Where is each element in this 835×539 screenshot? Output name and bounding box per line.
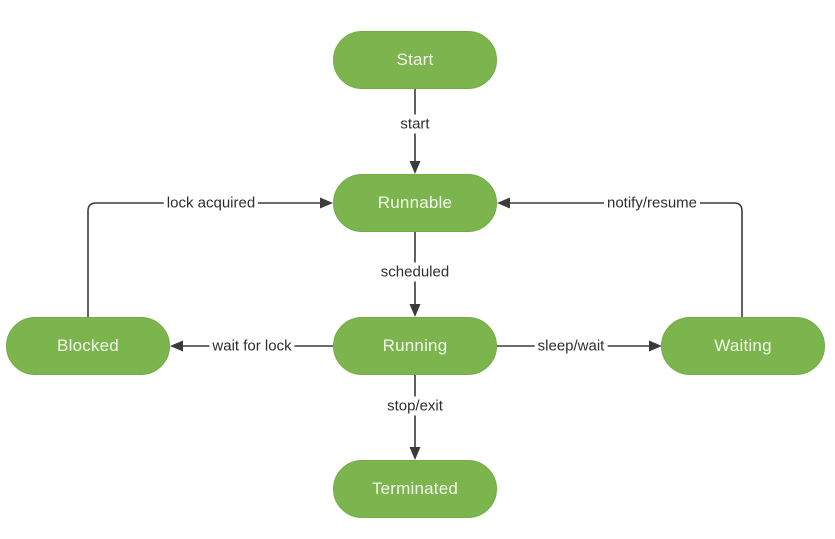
edge-label-wait-for-lock: wait for lock <box>209 336 295 356</box>
edge-running-terminated-arrowhead <box>409 447 421 460</box>
edge-running-blocked-arrowhead <box>170 340 183 352</box>
edge-runnable-running-arrowhead <box>409 304 421 317</box>
node-runnable: Runnable <box>333 174 497 232</box>
edge-label-start: start <box>397 114 433 134</box>
node-terminated: Terminated <box>333 460 497 518</box>
edge-waiting-runnable-arrowhead <box>497 197 510 209</box>
edge-label-sleep-wait: sleep/wait <box>534 336 608 356</box>
edge-blocked-runnable-arrowhead <box>320 197 333 209</box>
edge-waiting-runnable <box>510 202 743 317</box>
edge-label-lock-acquired: lock acquired <box>163 193 259 213</box>
edge-label-notify-resume: notify/resume <box>603 193 701 213</box>
edge-running-waiting-arrowhead <box>649 340 662 352</box>
edge-start-runnable-arrowhead <box>409 161 421 174</box>
edge-blocked-runnable <box>87 202 320 317</box>
node-waiting: Waiting <box>661 317 825 375</box>
node-running: Running <box>333 317 497 375</box>
node-blocked: Blocked <box>6 317 170 375</box>
edge-label-stop-exit: stop/exit <box>384 396 446 416</box>
node-start: Start <box>333 31 497 89</box>
edge-label-scheduled: scheduled <box>377 262 453 282</box>
